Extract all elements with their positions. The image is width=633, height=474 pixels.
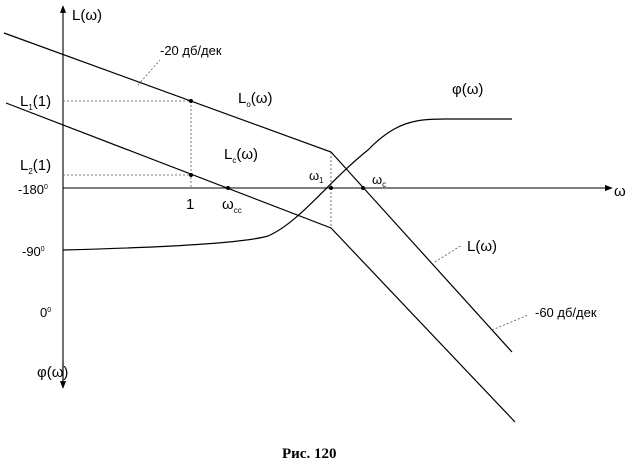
slope-minus60-label: -60 дб/дек [535,305,597,320]
lo-curve-label: Lo(ω) [238,90,273,109]
y-axis-bottom-label: φ(ω) [37,364,68,381]
l-curve-label: L(ω) [467,238,497,255]
point-l1 [189,99,193,103]
x-axis-label: ω [614,183,626,200]
l-curve-leader [434,244,463,263]
deg-minus90-label: -900 [22,244,45,259]
point-omega-cc [226,186,230,190]
slope-minus20-leader [137,59,161,86]
one-label: 1 [186,196,194,213]
point-l2 [189,173,193,177]
slope-minus60-leader [491,314,529,331]
figure-caption: Рис. 120 [282,446,336,462]
y-axis-top-label: L(ω) [72,7,102,24]
lc-curve [5,102,516,423]
phi-curve-label: φ(ω) [452,81,483,98]
lc-curve-label: Lc(ω) [224,146,258,165]
omega-c-label: ωc [372,172,386,189]
point-omega-c [361,186,365,190]
lo-curve [3,32,513,353]
deg-minus180-label: -1800 [18,182,48,197]
omega-1-label: ω1 [309,168,324,185]
point-omega-1 [329,186,333,190]
l2-label: L2(1) [20,157,51,176]
deg-0-label: 00 [40,305,51,320]
omega-cc-label: ωcc [222,196,242,215]
l1-label: L1(1) [20,93,51,112]
phi-curve [62,118,512,251]
slope-minus20-label: -20 дб/дек [160,43,222,58]
